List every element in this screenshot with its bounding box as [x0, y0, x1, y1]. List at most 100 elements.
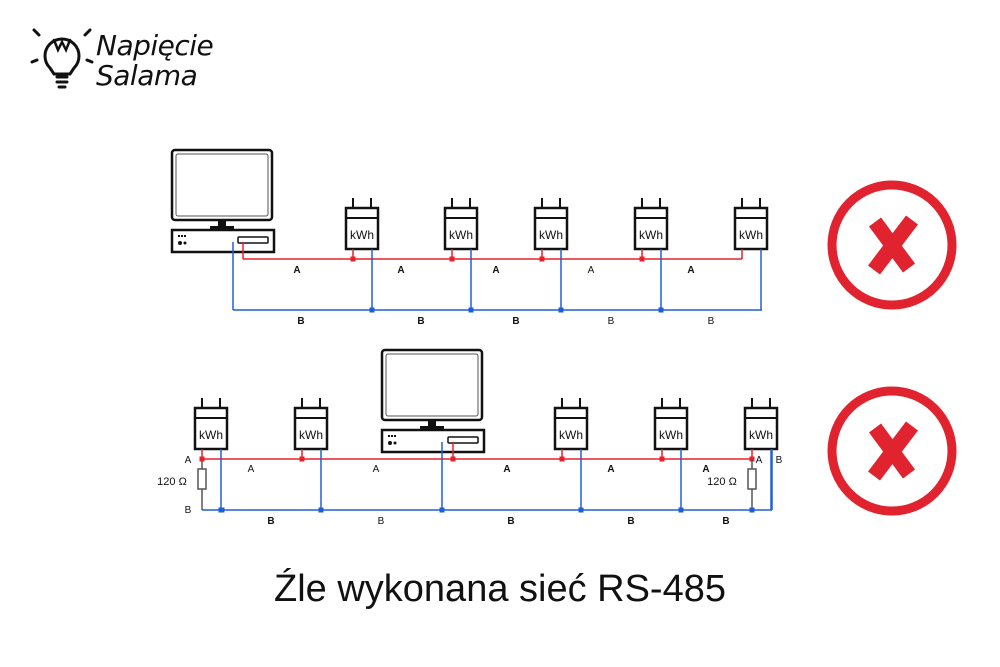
meter-body — [653, 406, 689, 451]
meter-body — [293, 406, 329, 451]
junction-a — [449, 256, 455, 262]
lightbulb-w-icon — [30, 28, 94, 89]
kwh-meter: kWh — [733, 198, 769, 251]
resistor-120-ohm — [197, 468, 207, 490]
junction-a — [659, 456, 665, 462]
logo-text-line2: Salama — [96, 59, 198, 92]
label-a: A — [492, 265, 499, 276]
monitor-screen — [385, 353, 479, 417]
x-mark-icon — [827, 386, 957, 516]
label-b: B — [627, 516, 634, 527]
pc-case — [380, 428, 486, 454]
meter-label: kWh — [739, 228, 763, 242]
junction-b — [219, 507, 225, 513]
junction-a — [199, 456, 205, 462]
meter-label: kWh — [449, 228, 473, 242]
kwh-meter: kWh — [344, 198, 380, 251]
label-b: B — [297, 316, 304, 327]
label-b: B — [507, 516, 514, 527]
junction-b — [468, 307, 474, 313]
label-b: B — [722, 516, 729, 527]
pc-led — [391, 435, 393, 437]
label-a: A — [607, 464, 614, 475]
junction-a — [639, 256, 645, 262]
meter-label: kWh — [539, 228, 563, 242]
junction-b — [578, 507, 584, 513]
junction-b — [658, 307, 664, 313]
junction-b — [558, 307, 564, 313]
pc-case — [170, 228, 276, 254]
terminal-label-b: B — [776, 455, 783, 466]
logo: Napięcie Salama — [30, 24, 220, 94]
monitor-screen — [175, 153, 269, 217]
label-a: A — [248, 464, 255, 475]
pc-button — [393, 441, 397, 445]
junction-a — [539, 256, 545, 262]
junction-a — [350, 256, 356, 262]
kwh-meter: kWh — [443, 198, 479, 251]
pc-led — [394, 435, 396, 437]
meter-label: kWh — [559, 428, 583, 442]
label-a: A — [397, 265, 404, 276]
junction-b — [318, 507, 324, 513]
resistor-label: 120 Ω — [157, 476, 187, 488]
pc-led — [181, 235, 183, 237]
pc-button — [388, 441, 392, 445]
x-mark-circle — [827, 180, 957, 310]
x-mark-circle — [827, 386, 957, 516]
kwh-meter: kWh — [743, 398, 779, 451]
pc-led — [178, 235, 180, 237]
label-a: A — [588, 265, 595, 276]
logo-text-line1: Napięcie — [96, 29, 214, 62]
pc-drive — [447, 436, 479, 444]
terminal-label-a: A — [185, 455, 192, 466]
pc-led — [184, 235, 186, 237]
meter-body — [193, 406, 229, 451]
label-a: A — [503, 464, 510, 475]
junction-b — [678, 507, 684, 513]
label-a: A — [687, 265, 694, 276]
caption: Źle wykonana sieć RS-485 — [274, 568, 726, 610]
meter-label: kWh — [749, 428, 773, 442]
kwh-meter: kWh — [553, 398, 589, 451]
junction-b — [439, 507, 445, 513]
pc-button — [178, 241, 182, 245]
meter-body — [633, 206, 669, 251]
monitor — [380, 348, 484, 422]
label-b: B — [267, 516, 274, 527]
computer-icon — [170, 148, 276, 254]
monitor-base — [420, 426, 444, 429]
label-a: A — [373, 464, 380, 475]
junction-a — [559, 456, 565, 462]
kwh-meter: kWh — [533, 198, 569, 251]
computer-icon — [380, 348, 486, 454]
kwh-meter: kWh — [653, 398, 689, 451]
monitor-neck — [428, 420, 436, 426]
label-b: B — [608, 316, 615, 327]
terminal-label-a: A — [756, 455, 763, 466]
meter-label: kWh — [299, 428, 323, 442]
x-mark-stroke — [868, 421, 918, 481]
monitor-base — [210, 226, 234, 229]
meter-body — [533, 206, 569, 251]
label-a: A — [702, 464, 709, 475]
meter-body — [733, 206, 769, 251]
monitor — [170, 148, 274, 222]
resistor-label: 120 Ω — [707, 476, 737, 488]
x-mark-icon — [827, 180, 957, 310]
meter-body — [743, 406, 779, 451]
junction-b — [369, 307, 375, 313]
meter-body — [344, 206, 380, 251]
x-mark-stroke — [868, 215, 918, 275]
meter-body — [553, 406, 589, 451]
meter-body — [443, 206, 479, 251]
label-b: B — [417, 316, 424, 327]
junction-b — [749, 507, 755, 513]
meter-label: kWh — [639, 228, 663, 242]
monitor-neck — [218, 220, 226, 226]
kwh-meter: kWh — [633, 198, 669, 251]
label-a: A — [293, 265, 300, 276]
label-b: B — [708, 316, 715, 327]
pc-button — [183, 241, 187, 245]
